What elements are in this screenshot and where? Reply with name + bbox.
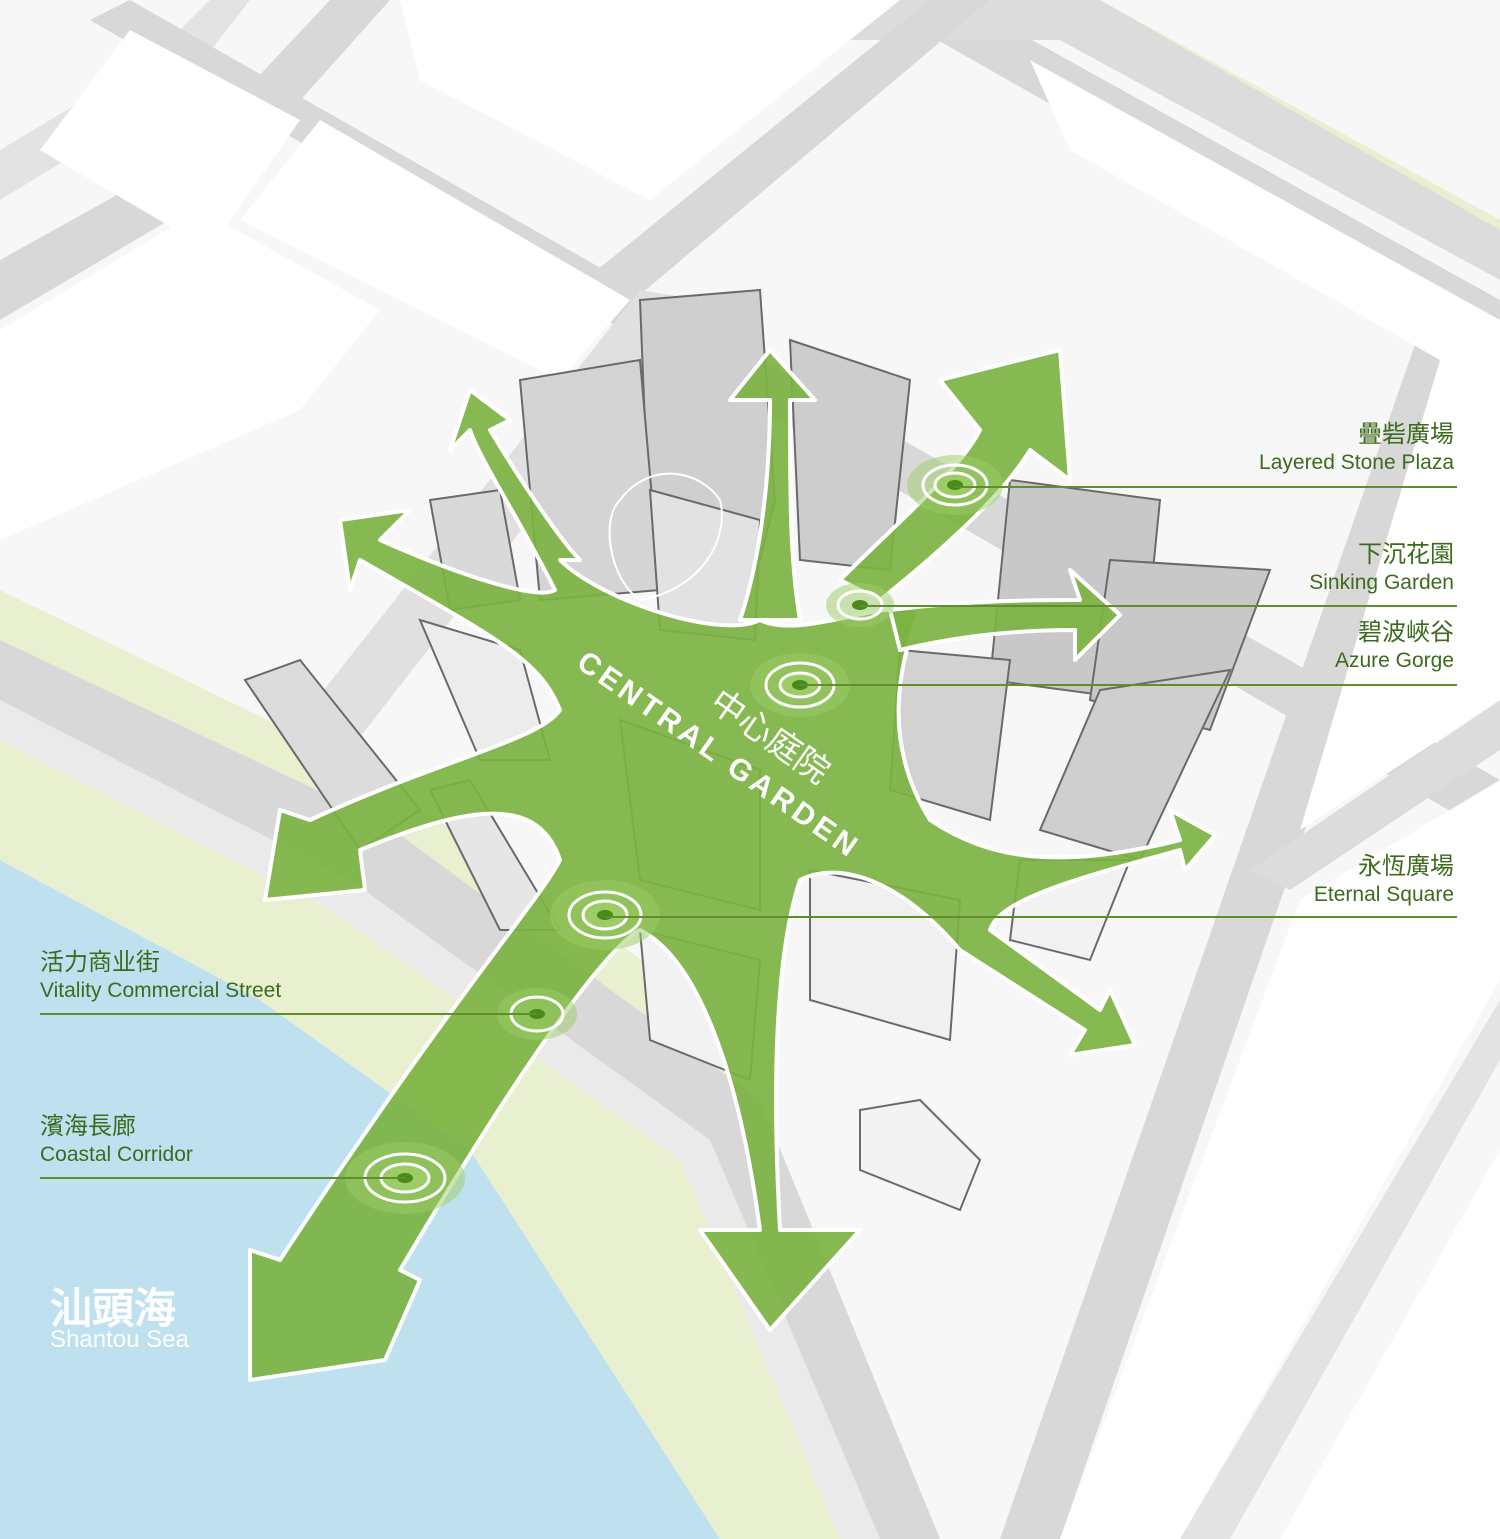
callout-sinking-garden: 下沉花園 Sinking Garden bbox=[1309, 540, 1454, 596]
callout-azure-gorge: 碧波峽谷 Azure Gorge bbox=[1335, 618, 1454, 674]
callout-eternal-square: 永恆廣場 Eternal Square bbox=[1314, 852, 1454, 908]
callout-en: Coastal Corridor bbox=[40, 1143, 193, 1166]
sea-label-zh: 汕頭海 bbox=[50, 1284, 177, 1333]
callout-zh: 活力商业街 bbox=[40, 949, 160, 976]
callout-coastal-corridor: 濱海長廊 Coastal Corridor bbox=[40, 1112, 193, 1168]
callout-zh: 濱海長廊 bbox=[40, 1113, 136, 1140]
callout-en: Vitality Commercial Street bbox=[40, 979, 282, 1002]
callout-en: Azure Gorge bbox=[1334, 649, 1454, 672]
callout-zh: 永恆廣場 bbox=[1358, 853, 1454, 880]
callout-layered-stone-plaza: 疊砦廣場 Layered Stone Plaza bbox=[1259, 420, 1454, 476]
callout-zh: 下沉花園 bbox=[1358, 541, 1454, 568]
callout-vitality-commercial-street: 活力商业街 Vitality Commercial Street bbox=[40, 948, 281, 1004]
callout-zh: 碧波峽谷 bbox=[1358, 619, 1454, 646]
marker-layered-stone-plaza bbox=[907, 455, 1003, 515]
hub-cutouts bbox=[608, 472, 723, 602]
callout-zh: 疊砦廣場 bbox=[1358, 421, 1454, 448]
leader-lines bbox=[40, 486, 1457, 1179]
callout-en: Layered Stone Plaza bbox=[1259, 451, 1454, 474]
callout-en: Eternal Square bbox=[1313, 883, 1454, 906]
marker-eternal-square bbox=[550, 880, 660, 950]
sea-label-en: Shantou Sea bbox=[50, 1326, 189, 1353]
callout-en: Sinking Garden bbox=[1309, 571, 1454, 594]
